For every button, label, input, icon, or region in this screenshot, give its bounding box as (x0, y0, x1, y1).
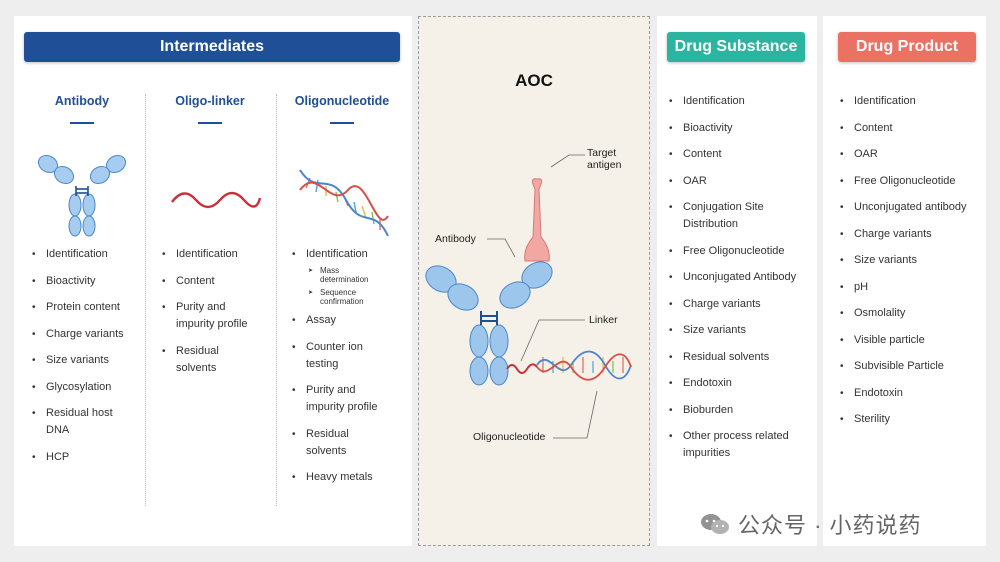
aoc-panel: AOC Target antigen Antibody Linker Oligo… (418, 16, 650, 546)
sub-list-item: Mass determination (306, 266, 380, 284)
list-item: Assay (292, 312, 408, 329)
list-item: Content (669, 146, 815, 163)
intermediates-header: Intermediates (24, 32, 400, 62)
list-item: Purity and impurity profile (162, 299, 266, 333)
list-item: Identification (32, 246, 152, 263)
aoc-structure-diagram (425, 154, 632, 439)
antibody-title-underline (70, 122, 94, 124)
list-item: OAR (669, 173, 815, 190)
list-item: Other process related impurities (669, 428, 803, 462)
sub-list-item: Sequence confirmation (306, 288, 380, 306)
oligo-linker-column-title: Oligo-linker (175, 94, 245, 108)
list-item: Size variants (840, 252, 986, 269)
list-item: pH (840, 279, 986, 296)
list-item: Content (840, 120, 986, 137)
drug-substance-title: Drug Substance (674, 38, 798, 55)
list-item: Charge variants (32, 326, 152, 343)
drug-product-panel: Drug Product Identification Content OAR … (823, 16, 986, 546)
drug-substance-header: Drug Substance (667, 32, 805, 62)
wechat-icon (701, 514, 729, 534)
dna-helix-icon (299, 169, 389, 237)
list-item: Content (162, 273, 272, 290)
intermediates-title: Intermediates (159, 38, 265, 55)
list-item: Residual solvents (669, 349, 815, 366)
oligo-linker-test-list: Identification Content Purity and impuri… (162, 246, 272, 386)
drug-substance-test-list: Identification Bioactivity Content OAR C… (669, 93, 815, 472)
list-item: Charge variants (669, 296, 815, 313)
oligonucleotide-title-underline (330, 122, 354, 124)
list-item: Size variants (32, 352, 152, 369)
list-item: HCP (32, 449, 152, 466)
list-item: Identification (162, 246, 272, 263)
list-item: Osmolality (840, 305, 986, 322)
list-item: Bioburden (669, 402, 815, 419)
intermediates-panel: Intermediates Antibody Identification Bi… (14, 16, 412, 546)
list-item: Residual host DNA (32, 405, 126, 439)
list-item: Purity and impurity profile (292, 382, 396, 416)
list-item: Endotoxin (840, 385, 986, 402)
target-antigen-shape (524, 178, 550, 262)
linker-wave (506, 363, 538, 374)
drug-substance-panel: Drug Substance Identification Bioactivit… (657, 16, 817, 546)
watermark-text: 公众号 · 小药说药 (738, 513, 922, 538)
column-divider (145, 94, 146, 506)
list-item: Charge variants (840, 226, 986, 243)
list-item: Residual solvents (162, 343, 246, 377)
list-item: Size variants (669, 322, 815, 339)
linker-label: Linker (589, 314, 618, 326)
list-item: Identification (669, 93, 815, 110)
list-item: Conjugation Site Distribution (669, 199, 783, 233)
antibody-column-title: Antibody (54, 94, 110, 108)
target-antigen-label: Target antigen (587, 147, 622, 171)
list-item: Unconjugated Antibody (669, 269, 815, 286)
aoc-title: AOC (515, 71, 553, 90)
list-item: Sterility (840, 411, 986, 428)
list-item: Counter ion testing (292, 339, 376, 373)
column-divider (276, 94, 277, 506)
list-item: Identification (840, 93, 986, 110)
drug-product-test-list: Identification Content OAR Free Oligonuc… (840, 93, 986, 438)
list-item: Bioactivity (32, 273, 152, 290)
drug-product-title: Drug Product (855, 38, 959, 55)
list-item: Protein content (32, 299, 152, 316)
list-item: Visible particle (840, 332, 986, 349)
list-item: Free Oligonucleotide (669, 243, 815, 260)
identification-sub-list: Mass determination Sequence confirmation (306, 266, 408, 306)
oligo-linker-wave-icon (171, 191, 262, 209)
list-item: Endotoxin (669, 375, 815, 392)
drug-product-header: Drug Product (838, 32, 976, 62)
list-item: OAR (840, 146, 986, 163)
list-item: Residual solvents (292, 426, 376, 460)
antibody-icon (37, 154, 127, 237)
list-item: Glycosylation (32, 379, 152, 396)
oligonucleotide-column-title: Oligonucleotide (294, 94, 390, 108)
list-item: Free Oligonucleotide (840, 173, 986, 190)
oligonucleotide-test-list: Identification Mass determination Sequen… (292, 246, 408, 496)
watermark: 公众号 · 小药说药 (700, 508, 922, 540)
list-item: Unconjugated antibody (840, 199, 986, 216)
list-item: Heavy metals (292, 469, 408, 486)
list-item: Identification Mass determination Sequen… (292, 246, 408, 306)
antibody-test-list: Identification Bioactivity Protein conte… (32, 246, 152, 475)
antibody-label: Antibody (435, 233, 476, 245)
oligonucleotide-label: Oligonucleotide (473, 431, 546, 443)
list-item: Subvisible Particle (840, 358, 986, 375)
list-item: Bioactivity (669, 120, 815, 137)
oligo-linker-title-underline (198, 122, 222, 124)
